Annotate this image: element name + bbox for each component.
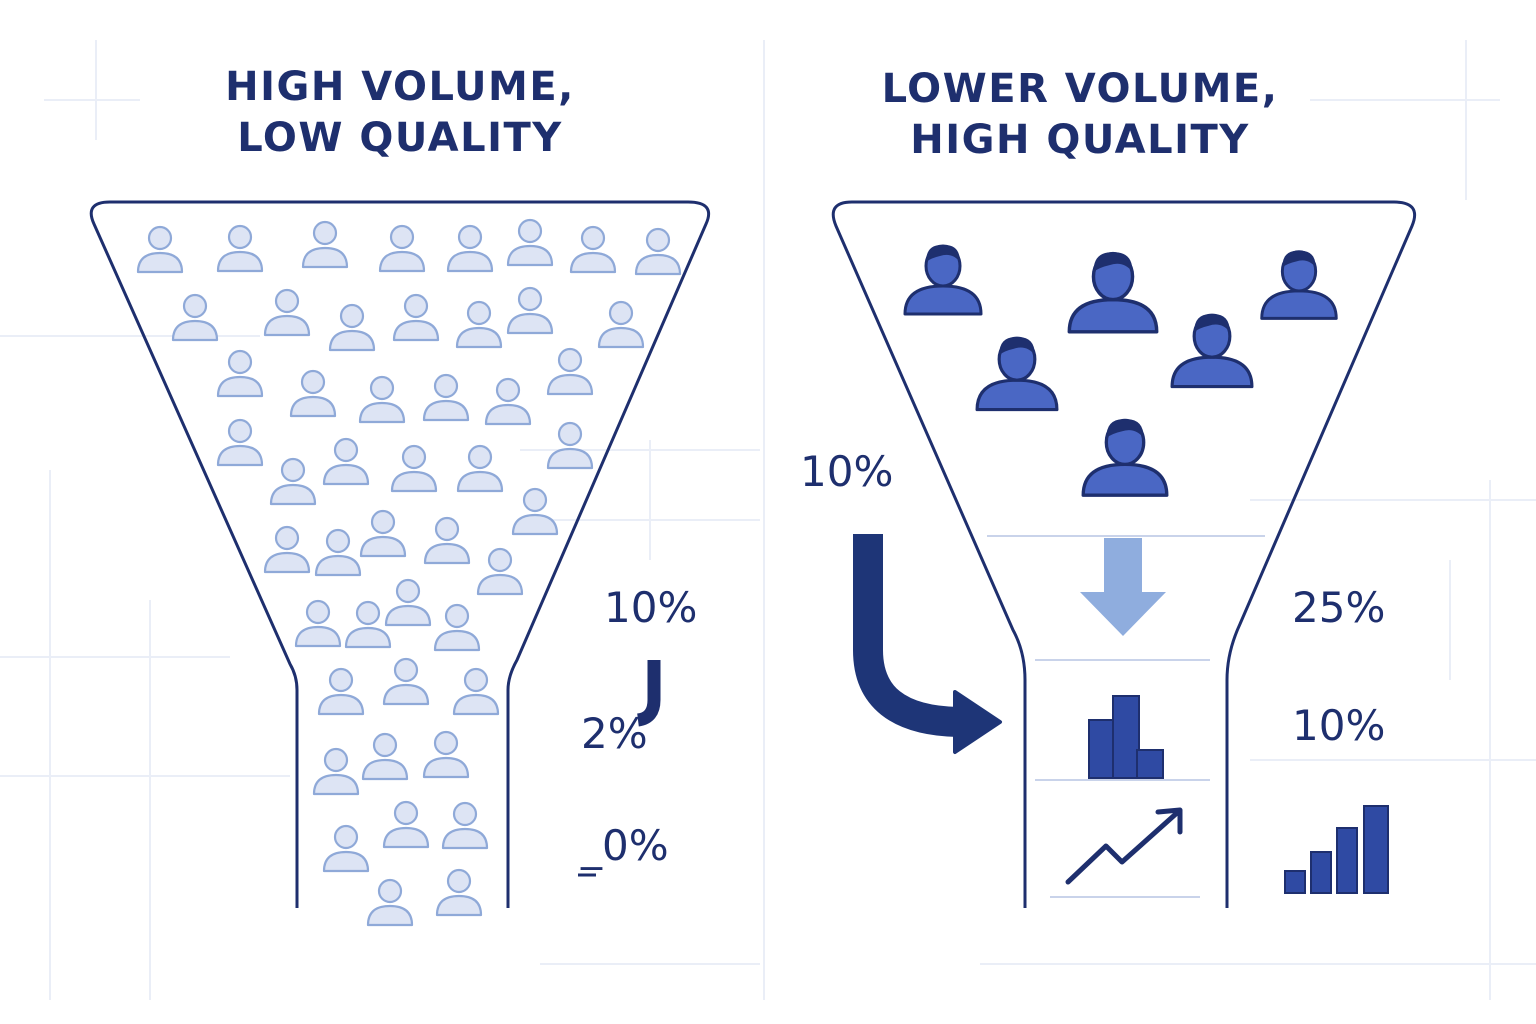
person-filled-icon — [1260, 249, 1338, 320]
person-outline-icon — [344, 600, 392, 649]
right-people-group — [903, 243, 1338, 497]
left-stage-value-3: _0% — [581, 821, 669, 870]
right-title: LOWER VOLUME, HIGH QUALITY — [830, 64, 1330, 166]
bar-chart-icon — [1088, 695, 1164, 779]
person-outline-icon — [216, 349, 264, 398]
person-outline-icon — [456, 444, 504, 493]
person-outline-icon — [422, 730, 470, 779]
person-outline-icon — [435, 868, 483, 917]
person-outline-icon — [301, 220, 349, 269]
person-outline-icon — [441, 801, 489, 850]
person-outline-icon — [506, 286, 554, 335]
person-outline-icon — [422, 373, 470, 422]
person-outline-icon — [312, 747, 360, 796]
person-outline-icon — [294, 599, 342, 648]
person-outline-icon — [263, 288, 311, 337]
left-stage-value-2: 2% — [581, 709, 648, 758]
person-outline-icon — [392, 293, 440, 342]
person-outline-icon — [446, 224, 494, 273]
person-outline-icon — [382, 800, 430, 849]
person-outline-icon — [289, 369, 337, 418]
person-outline-icon — [314, 528, 362, 577]
left-hook-mark — [636, 660, 661, 727]
person-outline-icon — [634, 227, 682, 276]
right-entry-value: 10% — [800, 447, 894, 496]
person-outline-icon — [384, 578, 432, 627]
person-filled-icon — [975, 335, 1059, 412]
trend-up-icon — [1065, 807, 1183, 885]
arrow-down-icon — [1080, 538, 1166, 636]
person-outline-icon — [269, 457, 317, 506]
person-outline-icon — [382, 657, 430, 706]
right-stage-dividers — [987, 535, 1265, 898]
person-outline-icon — [546, 421, 594, 470]
left-title-line1: HIGH VOLUME, — [225, 64, 575, 110]
left-title: HIGH VOLUME, LOW QUALITY — [150, 62, 650, 164]
growth-bars-icon — [1284, 805, 1389, 894]
person-outline-icon — [476, 547, 524, 596]
person-outline-icon — [216, 418, 264, 467]
person-outline-icon — [171, 293, 219, 342]
person-outline-icon — [322, 437, 370, 486]
person-filled-icon — [1067, 250, 1159, 334]
person-outline-icon — [328, 303, 376, 352]
right-funnel-outline — [831, 200, 1417, 908]
curved-arrow-icon — [853, 534, 1002, 754]
person-outline-icon — [390, 444, 438, 493]
person-outline-icon — [511, 487, 559, 536]
person-outline-icon — [597, 300, 645, 349]
person-outline-icon — [366, 878, 414, 927]
person-outline-icon — [378, 224, 426, 273]
background-grid — [0, 40, 1536, 1000]
person-outline-icon — [433, 603, 481, 652]
person-outline-icon — [216, 224, 264, 273]
person-outline-icon — [569, 225, 617, 274]
left-title-line2: LOW QUALITY — [237, 115, 563, 161]
person-outline-icon — [322, 824, 370, 873]
left-people-crowd — [136, 218, 682, 927]
right-stage-value-1: 25% — [1292, 583, 1386, 632]
right-stage-value-2: 10% — [1292, 701, 1386, 750]
person-outline-icon — [546, 347, 594, 396]
person-outline-icon — [506, 218, 554, 267]
person-outline-icon — [359, 509, 407, 558]
person-filled-icon — [1170, 312, 1254, 389]
left-funnel-outline — [89, 200, 711, 908]
person-outline-icon — [452, 667, 500, 716]
person-outline-icon — [361, 732, 409, 781]
person-outline-icon — [455, 300, 503, 349]
person-outline-icon — [263, 525, 311, 574]
person-outline-icon — [317, 667, 365, 716]
person-outline-icon — [136, 225, 184, 274]
person-filled-icon — [1081, 417, 1169, 497]
person-outline-icon — [358, 375, 406, 424]
right-title-line1: LOWER VOLUME, — [881, 66, 1279, 112]
person-filled-icon — [903, 243, 983, 316]
left-stage-value-1: 10% — [604, 583, 698, 632]
person-outline-icon — [484, 377, 532, 426]
person-outline-icon — [423, 516, 471, 565]
right-title-line2: HIGH QUALITY — [910, 117, 1250, 163]
